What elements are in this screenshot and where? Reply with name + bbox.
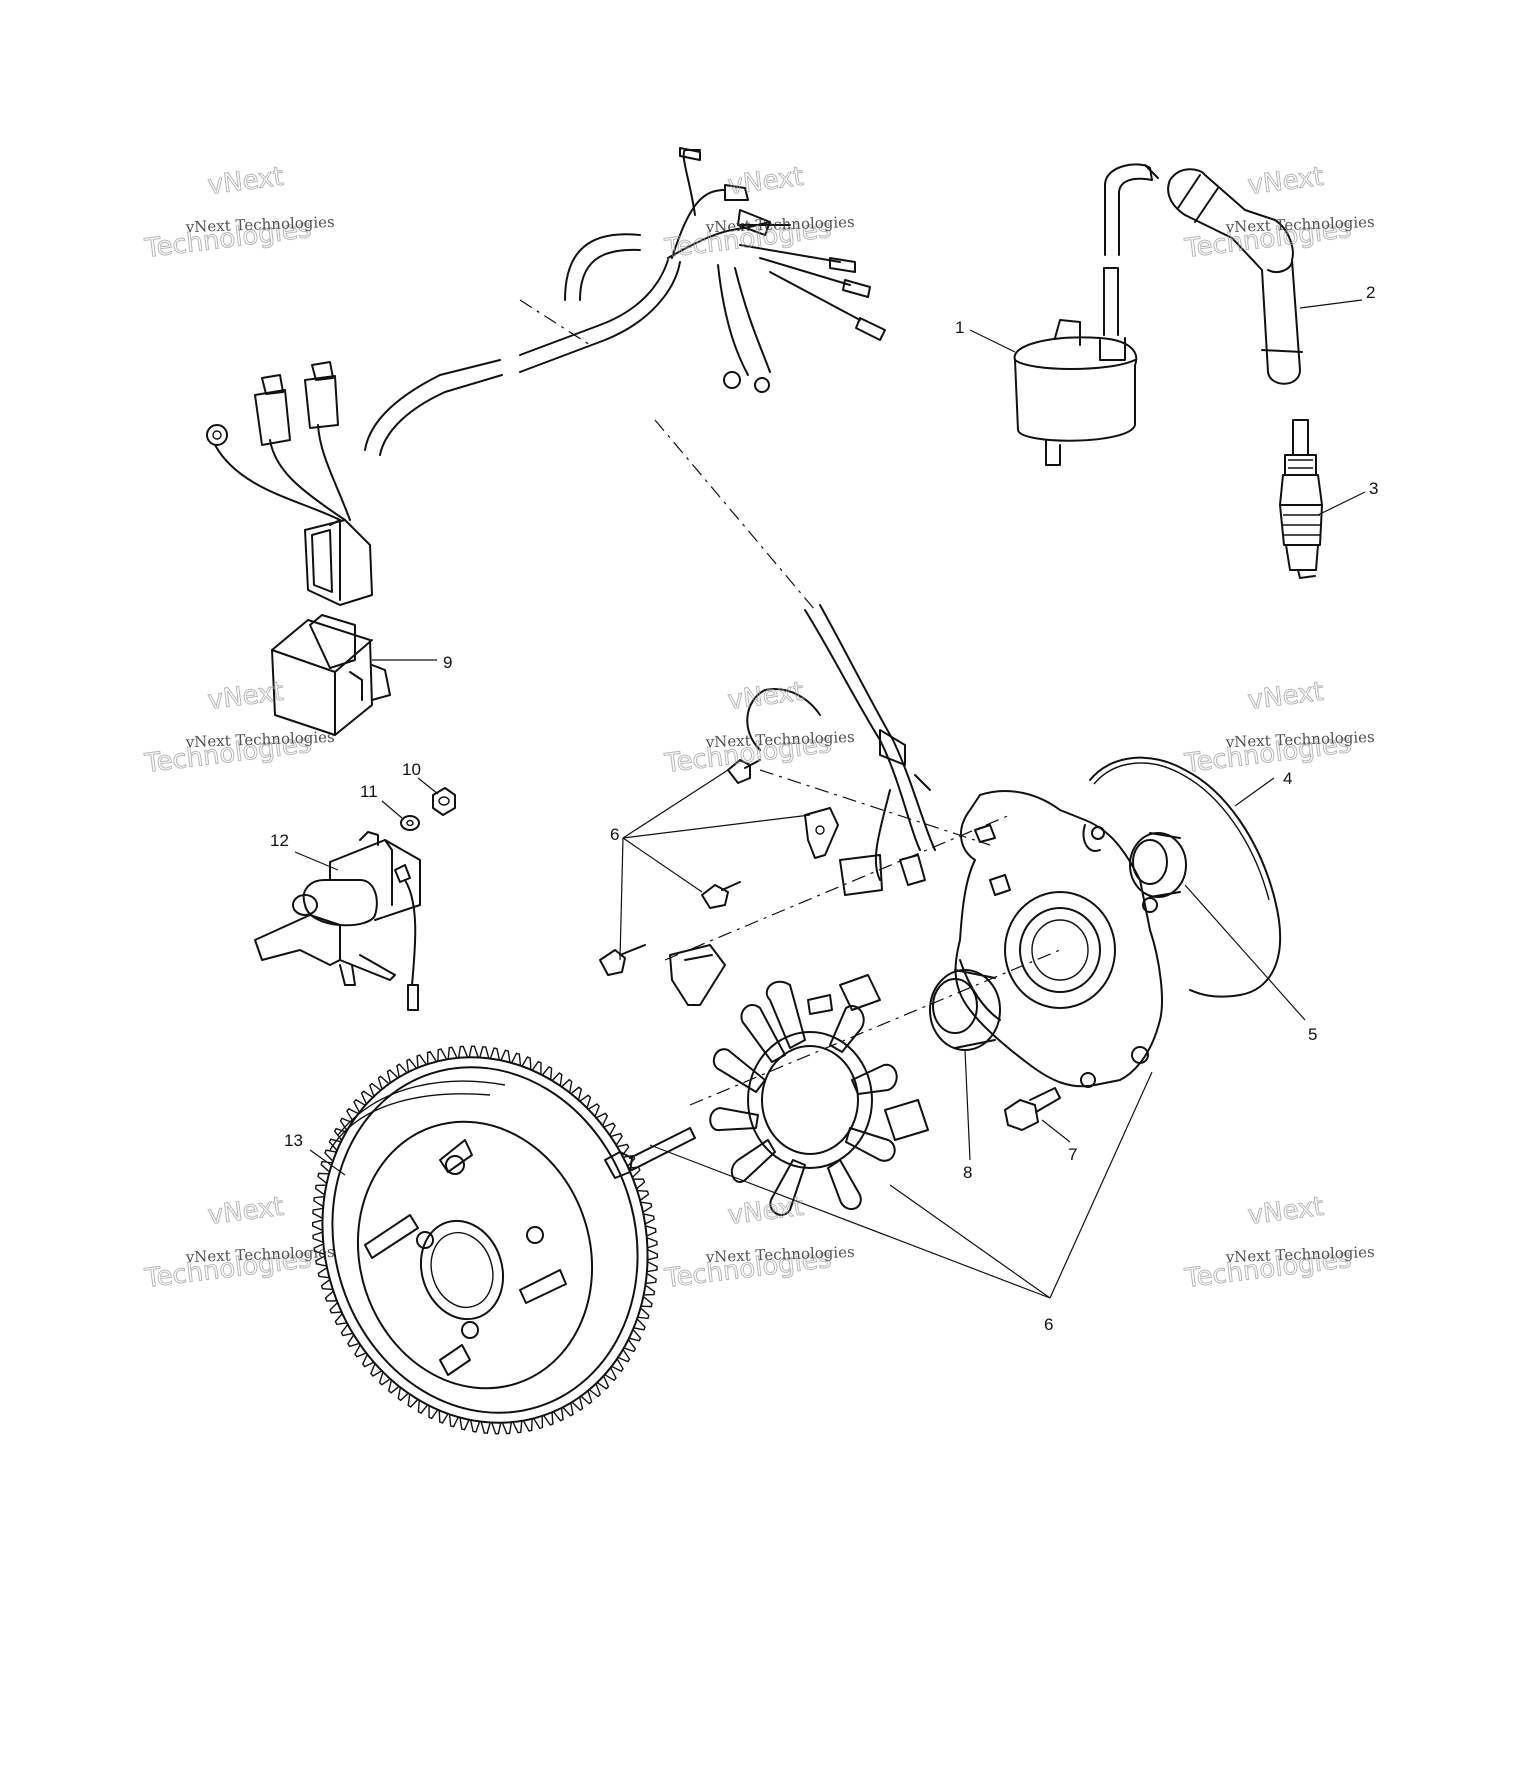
wiring-harness (364, 147, 886, 456)
callout-3: 3 (1369, 479, 1378, 498)
watermark-text: vNext Technologies (704, 1243, 855, 1266)
ignition-coil (1013, 163, 1159, 466)
oil-seal-inner (929, 969, 1001, 1051)
watermark-text: vNext Technologies (1224, 1243, 1375, 1266)
watermark-text: vNext Technologies (704, 728, 855, 751)
watermark-text: vNext Technologies (184, 728, 335, 751)
wire-clamp-lower (669, 944, 726, 1006)
callout-1: 1 (955, 318, 964, 337)
stator-long-screw (604, 1127, 696, 1179)
stator-coil-assembly (709, 974, 929, 1216)
stator-screw-middle (701, 881, 741, 909)
callout-6-lower: 6 (1044, 1315, 1053, 1334)
watermark-brand: vNext (206, 1192, 285, 1231)
oil-seal-outer (1129, 832, 1187, 898)
watermark-brand: vNext (1246, 162, 1325, 201)
callout-10: 10 (402, 760, 421, 779)
watermark-brand: vNext (726, 677, 805, 716)
flywheel (321, 1056, 649, 1424)
watermark-brand: vNext (726, 162, 805, 201)
callout-7: 7 (1068, 1145, 1077, 1164)
watermark-bottom-right: vNext Technologies vNext Technologies (1182, 1191, 1375, 1294)
leader-lines (294, 299, 1366, 1299)
watermark-bottom-center: vNext Technologies vNext Technologies (662, 1191, 855, 1294)
watermark-text: vNext Technologies (1224, 213, 1375, 236)
connector-wires (206, 361, 351, 521)
watermark-brand: vNext (726, 1192, 805, 1231)
nut (432, 787, 456, 816)
stator-screw-upper (727, 759, 761, 784)
watermark-top-left: vNext Technologies vNext Technologies (142, 161, 335, 264)
spark-plug (1279, 419, 1323, 579)
watermark-text: vNext Technologies (184, 213, 335, 236)
watermark-middle-center: vNext Technologies vNext Technologies (662, 676, 855, 779)
clamp-centerline (664, 814, 1011, 961)
callout-13: 13 (284, 1131, 303, 1150)
hex-bolt (1004, 1087, 1061, 1131)
watermark-brand: vNext (206, 677, 285, 716)
ring-gear-teeth (312, 1045, 658, 1435)
cdi-module (271, 614, 391, 736)
watermark-top-right: vNext Technologies vNext Technologies (1182, 161, 1375, 264)
callout-9: 9 (443, 653, 452, 672)
watermark-bottom-left: vNext Technologies vNext Technologies (142, 1191, 335, 1294)
harness-joint-centerline (519, 299, 591, 346)
callout-8: 8 (963, 1163, 972, 1182)
connector-block (304, 519, 373, 606)
crank-axis-centerline (689, 949, 1061, 1106)
wire-clamp-upper (804, 807, 839, 859)
watermark-text: vNext Technologies (184, 1243, 335, 1266)
callout-6-upper: 6 (610, 825, 619, 844)
washer (400, 815, 420, 831)
gear-tooth-outline (312, 1045, 658, 1435)
o-ring (1089, 756, 1282, 998)
watermark-middle-right: vNext Technologies vNext Technologies (1182, 676, 1375, 779)
callout-numbers: 1 2 3 4 5 6 6 7 8 9 10 11 12 13 (270, 283, 1378, 1334)
callout-2: 2 (1366, 283, 1375, 302)
harness-centerline (654, 419, 816, 611)
stator-lead-harness (746, 604, 936, 896)
watermark-brand: vNext (206, 162, 285, 201)
callout-11: 11 (360, 782, 378, 801)
watermark-brand: vNext (1246, 1192, 1325, 1231)
stator-plate (954, 789, 1163, 1088)
watermark-text: vNext Technologies (1224, 728, 1375, 751)
spark-plug-cap (1167, 168, 1303, 385)
callout-4: 4 (1283, 769, 1292, 788)
screw-centerline (759, 769, 991, 846)
callout-12: 12 (270, 831, 289, 850)
stator-screw-lower (599, 944, 646, 976)
watermark-brand: vNext (1246, 677, 1325, 716)
watermark-text: vNext Technologies (704, 213, 855, 236)
callout-5: 5 (1308, 1025, 1317, 1044)
starter-solenoid (254, 831, 421, 1011)
